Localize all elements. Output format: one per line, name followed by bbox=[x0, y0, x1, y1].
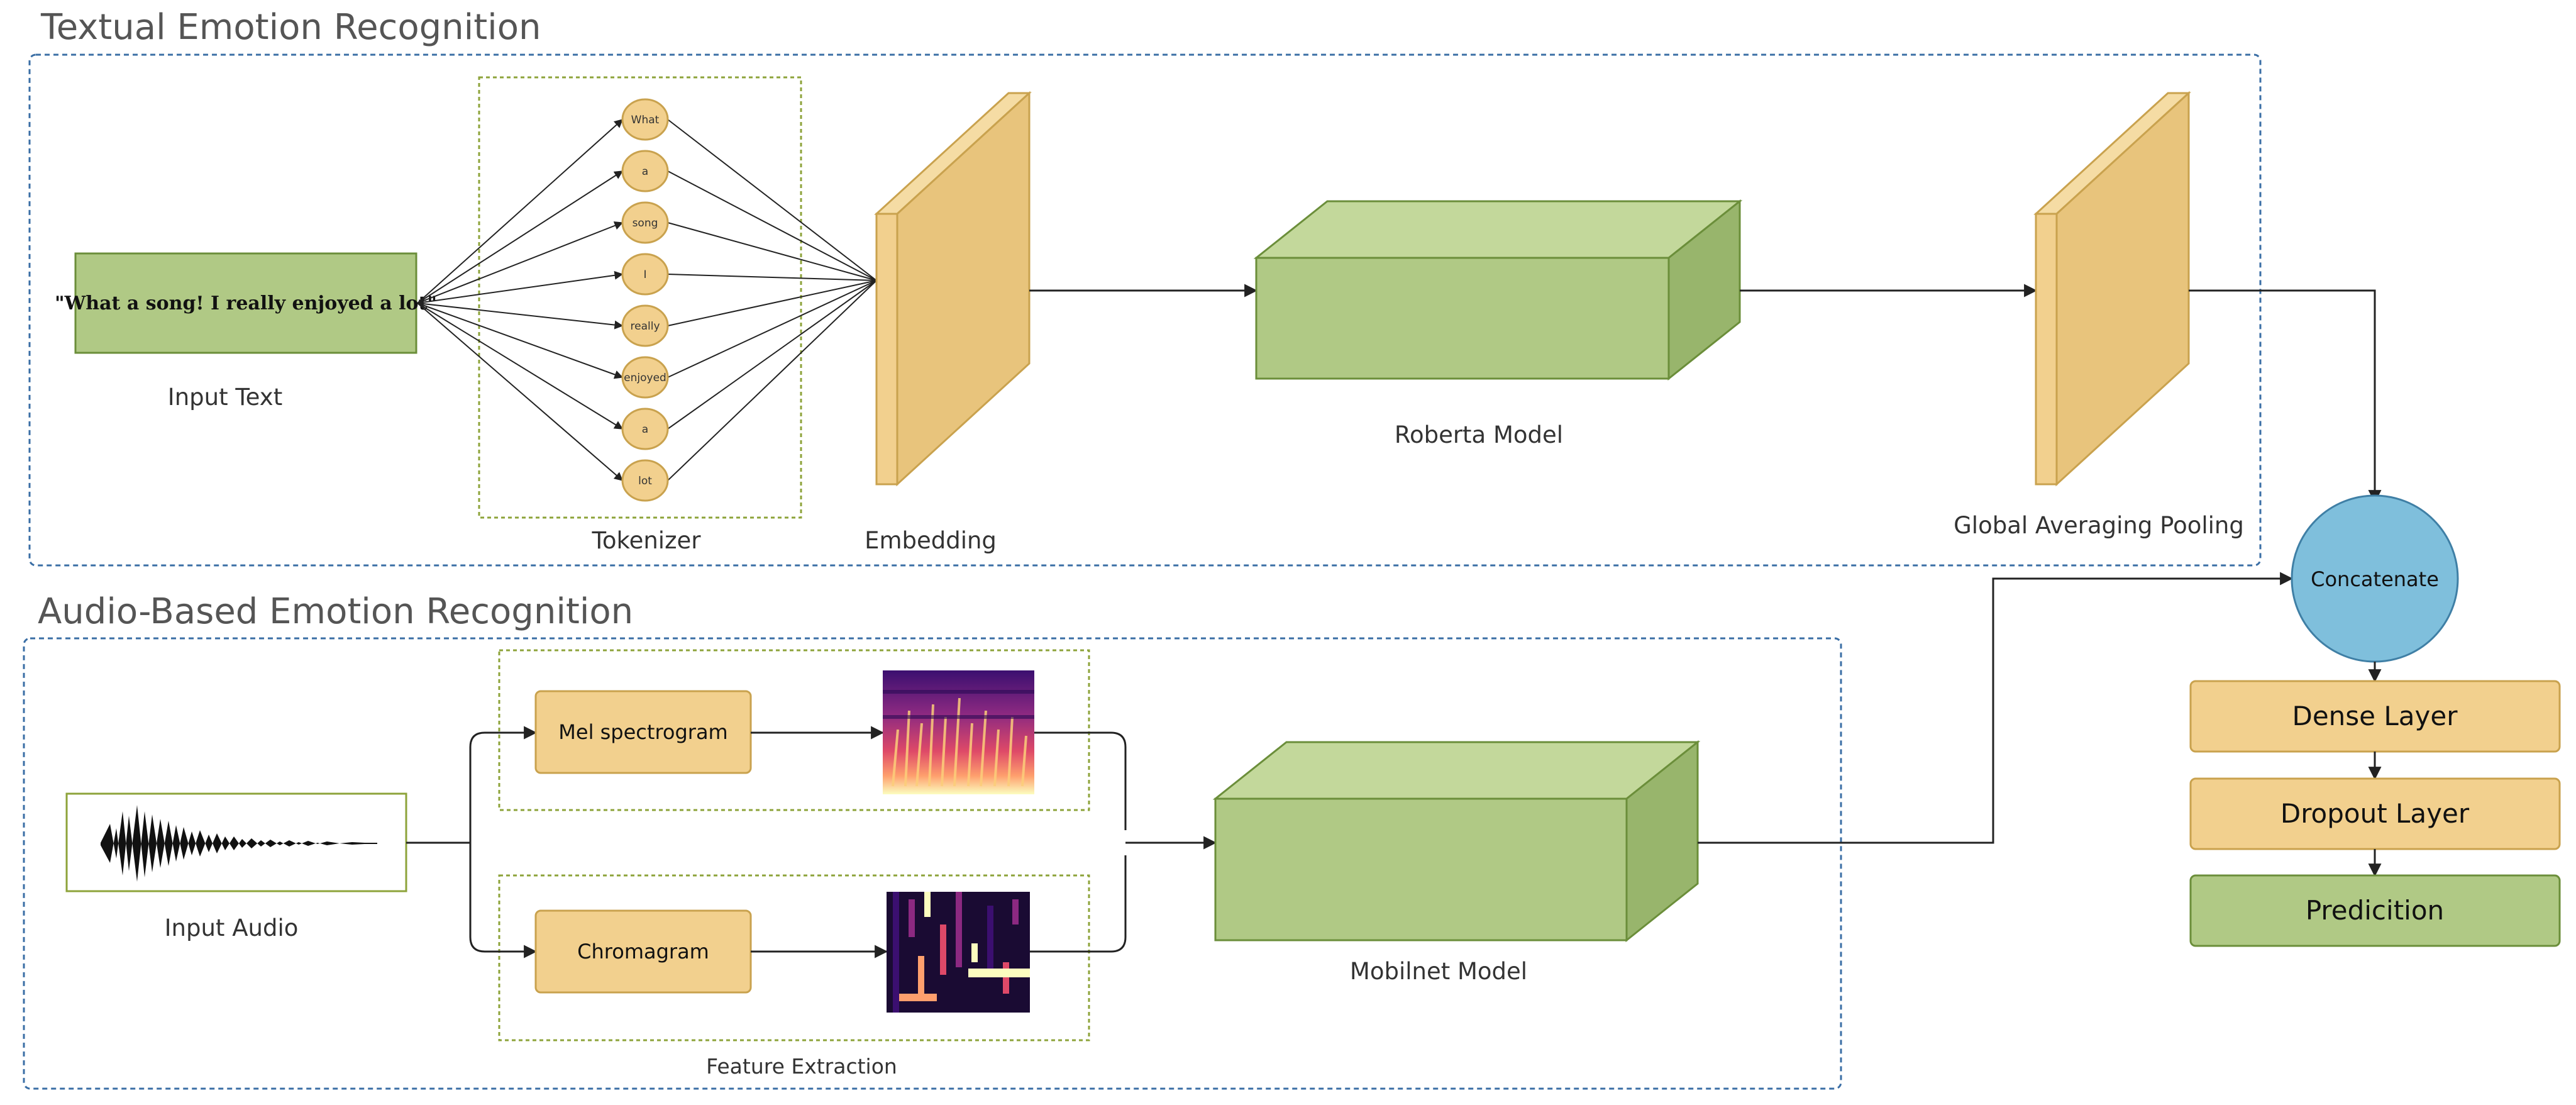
text-section-frame bbox=[28, 53, 2262, 567]
waveform-icon bbox=[101, 805, 377, 882]
roberta-label: Roberta Model bbox=[1395, 421, 1563, 448]
roberta-model-block bbox=[1253, 199, 1743, 381]
input-audio-label: Input Audio bbox=[165, 914, 299, 941]
token-label: a bbox=[642, 423, 648, 436]
input-text-box bbox=[74, 252, 417, 354]
embedding-layer bbox=[874, 91, 1032, 487]
audio-section-frame bbox=[23, 637, 1842, 1090]
tokenizer-label: Tokenizer bbox=[592, 527, 702, 554]
input-text-label: Input Text bbox=[168, 384, 282, 411]
dense-layer-label: Dense Layer bbox=[2292, 701, 2458, 731]
token-list: What a song I really enjoyed a lot bbox=[621, 98, 669, 502]
token-node: a bbox=[621, 408, 669, 450]
mel-spectrogram-image bbox=[883, 670, 1034, 794]
token-node: What bbox=[621, 98, 669, 141]
feature-extraction-label: Feature Extraction bbox=[706, 1054, 897, 1079]
token-node: a bbox=[621, 150, 669, 192]
prediction-box bbox=[2189, 874, 2561, 947]
chromagram-image bbox=[887, 892, 1030, 1013]
embedding-label: Embedding bbox=[865, 527, 997, 554]
dropout-layer-label: Dropout Layer bbox=[2280, 798, 2470, 829]
token-label: I bbox=[643, 269, 646, 281]
token-label: lot bbox=[638, 475, 652, 487]
mel-feature-frame bbox=[498, 649, 1090, 811]
input-text-value: "What a song! I really enjoyed a lot" bbox=[55, 292, 437, 314]
prediction-label: Predicition bbox=[2306, 895, 2444, 926]
token-node: song bbox=[621, 201, 669, 244]
tokenizer-edges bbox=[417, 119, 877, 481]
tokenizer-frame bbox=[478, 76, 802, 519]
concatenate-label: Concatenate bbox=[2311, 567, 2439, 591]
token-label: What bbox=[631, 114, 660, 126]
mel-spectrogram-label: Mel spectrogram bbox=[558, 720, 727, 744]
token-node: lot bbox=[621, 459, 669, 502]
mobilenet-label: Mobilnet Model bbox=[1350, 958, 1527, 985]
token-label: song bbox=[633, 217, 658, 230]
mobilenet-model-block bbox=[1212, 740, 1701, 943]
token-label: really bbox=[631, 320, 660, 333]
global-pooling-layer bbox=[2033, 91, 2191, 487]
token-node: enjoyed bbox=[621, 356, 669, 399]
audio-section-title: Audio-Based Emotion Recognition bbox=[38, 591, 633, 632]
pooling-label: Global Averaging Pooling bbox=[1954, 512, 2244, 539]
token-label: a bbox=[642, 165, 648, 178]
chromagram-label: Chromagram bbox=[577, 940, 709, 963]
text-section-title: Textual Emotion Recognition bbox=[40, 7, 541, 48]
token-label: enjoyed bbox=[624, 372, 666, 384]
token-node: really bbox=[621, 304, 669, 347]
token-node: I bbox=[621, 253, 669, 296]
chroma-feature-frame bbox=[498, 874, 1090, 1041]
